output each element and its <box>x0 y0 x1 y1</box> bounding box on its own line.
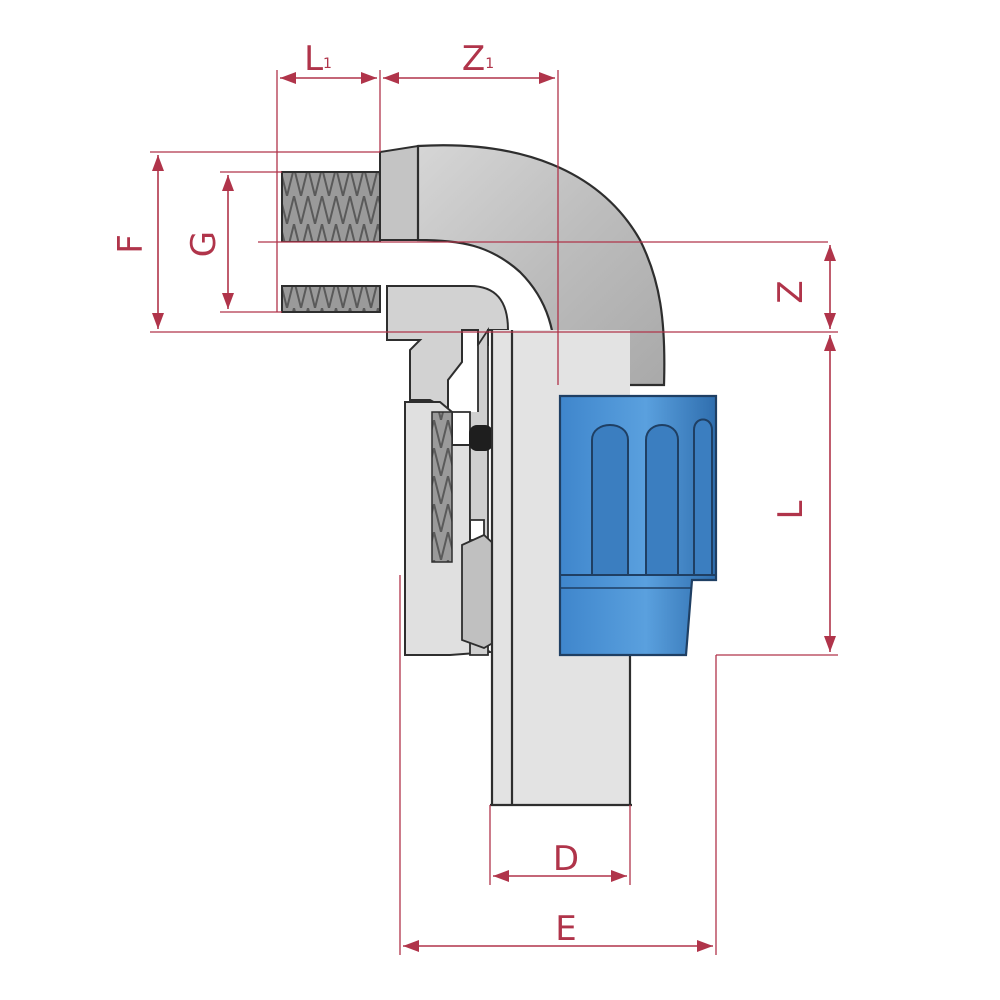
thread-bore <box>277 242 387 286</box>
body-section <box>386 285 510 412</box>
label-Z: Z <box>771 280 811 303</box>
blue-nut[interactable] <box>558 394 718 657</box>
male-thread-upper <box>281 171 381 243</box>
blue-nut-rib-2 <box>645 424 679 576</box>
nut-thread <box>431 411 453 563</box>
blue-nut-rib-3 <box>693 418 713 576</box>
blue-nut-rib-1 <box>591 424 629 576</box>
label-F: F <box>111 234 151 254</box>
label-Z1: Z1 <box>462 39 494 79</box>
o-ring <box>469 425 493 451</box>
label-L1: L1 <box>304 39 332 79</box>
elbow-shell <box>416 144 666 387</box>
thread-collar <box>379 144 419 241</box>
extension-lines <box>150 70 838 955</box>
dimension-labels: L1 Z1 F G Z L D E <box>111 39 811 949</box>
label-L: L <box>771 500 811 519</box>
label-E: E <box>555 909 576 949</box>
male-thread-lower <box>281 285 381 313</box>
label-D: D <box>553 839 579 879</box>
label-G: G <box>184 231 224 257</box>
fitting-body <box>277 144 718 807</box>
dimension-lines <box>152 72 836 952</box>
